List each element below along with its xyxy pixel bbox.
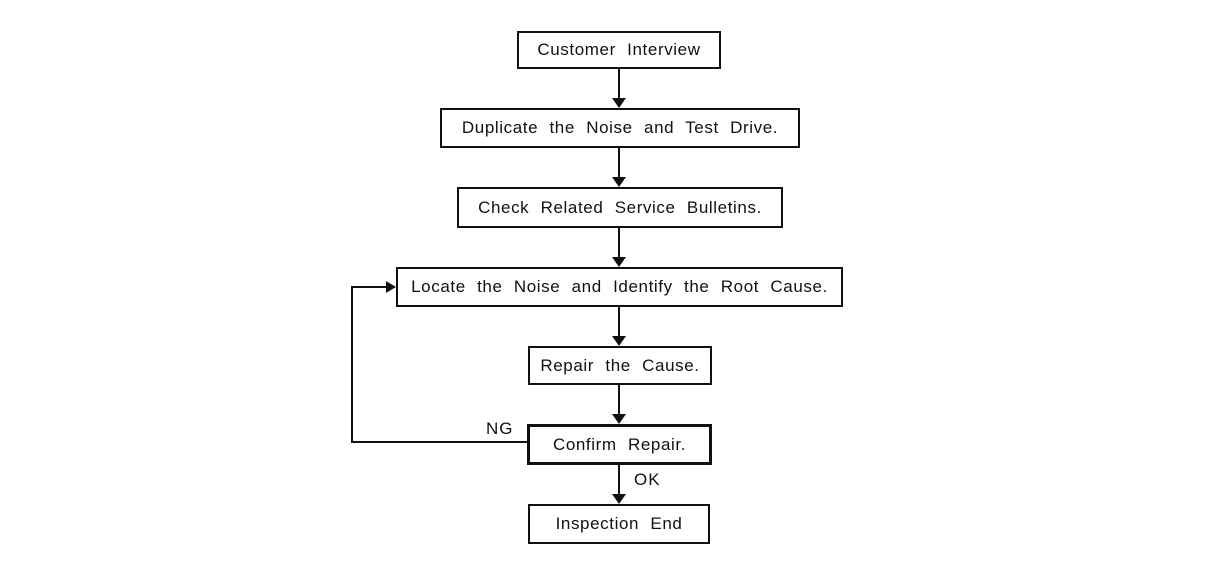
connector-line-6 — [618, 465, 620, 495]
arrow-down-icon-5 — [612, 414, 626, 424]
arrow-down-icon-4 — [612, 336, 626, 346]
connector-line-4 — [618, 307, 620, 337]
connector-line-5 — [618, 385, 620, 415]
flow-node-check-service-bulletins: Check Related Service Bulletins. — [457, 187, 783, 228]
flow-node-repair-cause: Repair the Cause. — [528, 346, 712, 385]
arrow-right-icon — [386, 281, 396, 293]
flow-node-inspection-end: Inspection End — [528, 504, 710, 544]
edge-label-ok: OK — [634, 470, 661, 489]
feedback-line-vertical — [351, 286, 353, 443]
flow-node-confirm-repair: Confirm Repair. — [527, 424, 712, 465]
edge-label-ng: NG — [486, 419, 514, 438]
arrow-down-icon-3 — [612, 257, 626, 267]
arrow-down-icon-2 — [612, 177, 626, 187]
feedback-line-top — [351, 286, 387, 288]
connector-line-2 — [618, 148, 620, 178]
arrow-down-icon-6 — [612, 494, 626, 504]
feedback-line-bottom — [351, 441, 527, 443]
connector-line-1 — [618, 69, 620, 99]
connector-line-3 — [618, 228, 620, 258]
flow-node-customer-interview: Customer Interview — [517, 31, 721, 69]
flow-node-locate-noise-root-cause: Locate the Noise and Identify the Root C… — [396, 267, 843, 307]
flow-node-duplicate-noise-test-drive: Duplicate the Noise and Test Drive. — [440, 108, 800, 148]
arrow-down-icon-1 — [612, 98, 626, 108]
